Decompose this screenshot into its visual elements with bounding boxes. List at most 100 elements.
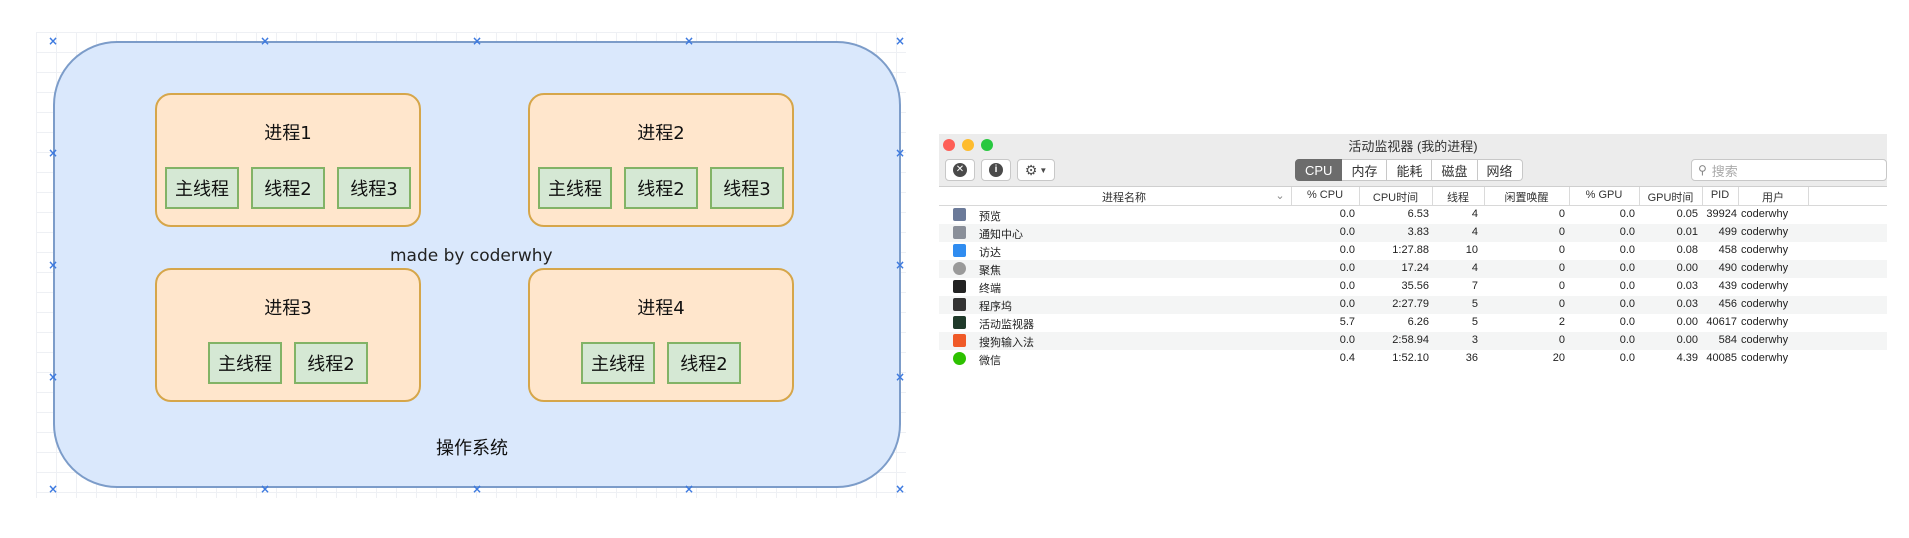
cpu-time-value: 1:27.88	[1392, 244, 1429, 256]
resize-handle[interactable]: ×	[48, 34, 59, 48]
column-header-pid[interactable]: PID	[1710, 189, 1730, 201]
table-row[interactable]: 通知中心 0.0 3.83 4 0 0.0 0.01 499 coderwhy	[939, 224, 1887, 242]
gpu-time-value: 0.00	[1676, 334, 1698, 346]
notification-center-icon	[953, 226, 966, 239]
column-header-user[interactable]: 用户	[1762, 192, 1784, 204]
search-icon: ⚲	[1698, 163, 1707, 177]
tab-disk[interactable]: 磁盘	[1432, 159, 1478, 181]
stop-icon: ✕	[953, 163, 967, 177]
cpu-value: 0.4	[1339, 352, 1355, 364]
column-header-cpu[interactable]: % CPU	[1306, 189, 1344, 201]
column-header-idle-wakeups[interactable]: 闲置唤醒	[1504, 192, 1549, 204]
cpu-time-value: 3.83	[1407, 226, 1429, 238]
gpu-value: 0.0	[1619, 334, 1635, 346]
process-title: 进程1	[264, 123, 312, 144]
column-header-threads[interactable]: 线程	[1447, 192, 1469, 204]
column-header-gpu[interactable]: % GPU	[1585, 189, 1623, 201]
close-window-button[interactable]	[943, 139, 955, 151]
terminal-icon	[953, 280, 966, 293]
user-value: coderwhy	[1741, 352, 1789, 364]
spotlight-icon	[953, 262, 966, 275]
thread-box: 主线程	[581, 342, 655, 384]
table-row[interactable]: 访达 0.0 1:27.88 10 0 0.0 0.08 458 coderwh…	[939, 242, 1887, 260]
search-input[interactable]: ⚲ 搜索	[1691, 159, 1887, 181]
cpu-value: 0.0	[1339, 244, 1355, 256]
column-header-cpu-time[interactable]: CPU时间	[1372, 192, 1419, 204]
resize-handle[interactable]: ×	[48, 370, 59, 384]
user-value: coderwhy	[1741, 280, 1789, 292]
idle-wakeups-value: 0	[1558, 334, 1565, 346]
resize-handle[interactable]: ×	[260, 482, 271, 496]
gpu-time-value: 0.03	[1676, 280, 1698, 292]
resize-handle[interactable]: ×	[48, 258, 59, 272]
process-box: 进程4 主线程 线程2	[528, 268, 794, 402]
pid-value: 490	[1718, 262, 1737, 274]
table-row[interactable]: 程序坞 0.0 2:27.79 5 0 0.0 0.03 456 coderwh…	[939, 296, 1887, 314]
threads-value: 4	[1471, 226, 1478, 238]
resize-handle[interactable]: ×	[895, 146, 906, 160]
chevron-down-icon[interactable]: ⌄	[1275, 190, 1285, 202]
resize-handle[interactable]: ×	[684, 482, 695, 496]
cpu-value: 0.0	[1339, 262, 1355, 274]
gpu-time-value: 0.01	[1676, 226, 1698, 238]
action-menu-button[interactable]: ⚙ ▼	[1017, 159, 1055, 181]
zoom-window-button[interactable]	[981, 139, 993, 151]
resize-handle[interactable]: ×	[48, 146, 59, 160]
threads-value: 4	[1471, 208, 1478, 220]
cpu-value: 0.0	[1339, 298, 1355, 310]
tab-network[interactable]: 网络	[1477, 159, 1523, 181]
cpu-time-value: 2:27.79	[1392, 298, 1429, 310]
resize-handle[interactable]: ×	[895, 370, 906, 384]
tab-cpu[interactable]: CPU	[1295, 159, 1343, 181]
threads-value: 5	[1471, 298, 1478, 310]
resize-handle[interactable]: ×	[48, 482, 59, 496]
threads-value: 7	[1471, 280, 1478, 292]
table-row[interactable]: 预览 0.0 6.53 4 0 0.0 0.05 39924 coderwhy	[939, 206, 1887, 224]
table-row[interactable]: 终端 0.0 35.56 7 0 0.0 0.03 439 coderwhy	[939, 278, 1887, 296]
process-name: 搜狗输入法	[979, 337, 1034, 349]
resize-handle[interactable]: ×	[472, 482, 483, 496]
resize-handle[interactable]: ×	[472, 34, 483, 48]
sogou-icon	[953, 334, 966, 347]
threads-value: 5	[1471, 316, 1478, 328]
resize-handle[interactable]: ×	[895, 34, 906, 48]
resize-handle[interactable]: ×	[895, 258, 906, 272]
thread-box: 主线程	[165, 167, 239, 209]
resize-handle[interactable]: ×	[684, 34, 695, 48]
idle-wakeups-value: 0	[1558, 208, 1565, 220]
table-row[interactable]: 聚焦 0.0 17.24 4 0 0.0 0.00 490 coderwhy	[939, 260, 1887, 278]
process-name: 聚焦	[979, 265, 1001, 277]
resize-handle[interactable]: ×	[895, 482, 906, 496]
tab-energy[interactable]: 能耗	[1387, 159, 1433, 181]
title-bar: 活动监视器 (我的进程)	[939, 134, 1887, 154]
cpu-value: 0.0	[1339, 280, 1355, 292]
process-box: 进程3 主线程 线程2	[155, 268, 421, 402]
cpu-time-value: 6.26	[1407, 316, 1429, 328]
table-row[interactable]: 活动监视器 5.7 6.26 5 2 0.0 0.00 40617 coderw…	[939, 314, 1887, 332]
idle-wakeups-value: 0	[1558, 244, 1565, 256]
column-header-name[interactable]: 进程名称	[1102, 192, 1146, 204]
inspect-button[interactable]: i	[981, 159, 1011, 181]
user-value: coderwhy	[1741, 316, 1789, 328]
gpu-value: 0.0	[1619, 298, 1635, 310]
table-row[interactable]: 微信 0.4 1:52.10 36 20 0.0 4.39 40085 code…	[939, 350, 1887, 368]
wechat-icon	[953, 352, 966, 365]
minimize-window-button[interactable]	[962, 139, 974, 151]
stop-process-button[interactable]: ✕	[945, 159, 975, 181]
thread-box: 线程2	[624, 167, 698, 209]
made-by-label: made by coderwhy	[390, 246, 553, 266]
pid-value: 499	[1718, 226, 1737, 238]
cpu-time-value: 6.53	[1407, 208, 1429, 220]
column-header-gpu-time[interactable]: GPU时间	[1647, 192, 1694, 204]
resize-handle[interactable]: ×	[260, 34, 271, 48]
tab-memory[interactable]: 内存	[1342, 159, 1388, 181]
chevron-down-icon: ▼	[1039, 165, 1048, 175]
thread-box: 主线程	[538, 167, 612, 209]
table-row[interactable]: 搜狗输入法 0.0 2:58.94 3 0 0.0 0.00 584 coder…	[939, 332, 1887, 350]
pid-value: 40085	[1706, 352, 1737, 364]
search-placeholder: 搜索	[1711, 163, 1738, 179]
pid-value: 439	[1718, 280, 1737, 292]
idle-wakeups-value: 20	[1552, 352, 1565, 364]
gpu-value: 0.0	[1619, 280, 1635, 292]
os-label: 操作系统	[436, 438, 508, 459]
